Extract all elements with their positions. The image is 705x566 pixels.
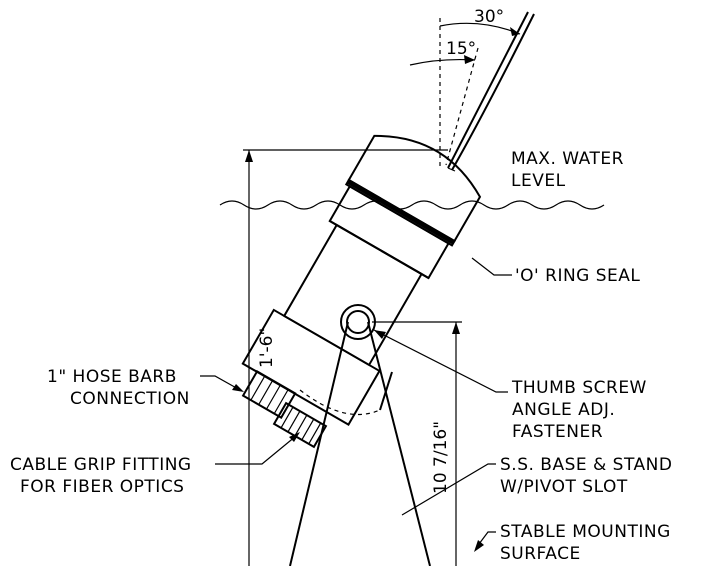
angle-outer-label: 30° xyxy=(474,7,504,27)
cable-grip-label-1: CABLE GRIP FITTING xyxy=(10,455,192,475)
base-stand-leader xyxy=(401,463,496,516)
sensor-body xyxy=(241,134,482,426)
mounting-label-1: STABLE MOUNTING xyxy=(500,522,671,542)
hose-barb-label-2: CONNECTION xyxy=(70,389,190,409)
pivot-arc xyxy=(299,389,381,416)
max-water-level-label-1: MAX. WATER xyxy=(511,149,624,169)
pivot-height-label: 10 7/16" xyxy=(431,421,451,494)
o-ring-leader xyxy=(471,257,512,276)
cable-grip-fitting xyxy=(272,401,328,449)
cable-grip-leader xyxy=(215,435,297,465)
max-water-level-label-2: LEVEL xyxy=(511,171,566,191)
base-stand-label-1: S.S. BASE & STAND xyxy=(500,455,672,475)
cable-grip-label-2: FOR FIBER OPTICS xyxy=(20,477,184,497)
stand-leg-right xyxy=(367,321,431,566)
o-ring-seal-label: 'O' RING SEAL xyxy=(515,266,640,286)
overall-height-label: 1'-6" xyxy=(257,328,277,368)
thumb-screw-leader xyxy=(373,329,508,393)
stand-leg-left xyxy=(289,321,349,566)
hose-barb xyxy=(241,370,297,419)
angle-inner-label: 15° xyxy=(446,39,476,59)
hose-barb-leader xyxy=(200,375,241,391)
base-stand-label-2: W/PIVOT SLOT xyxy=(500,477,628,497)
water-level-line xyxy=(219,200,605,210)
mounting-label-2: SURFACE xyxy=(500,544,581,564)
thumb-screw-label-2: ANGLE ADJ. xyxy=(512,400,615,420)
thumb-screw-label-1: THUMB SCREW xyxy=(511,378,647,398)
fiber-cable xyxy=(447,11,529,169)
thumb-screw-label-3: FASTENER xyxy=(512,422,603,442)
hose-barb-label-1: 1" HOSE BARB xyxy=(47,367,177,387)
angle-15-line xyxy=(445,47,479,166)
